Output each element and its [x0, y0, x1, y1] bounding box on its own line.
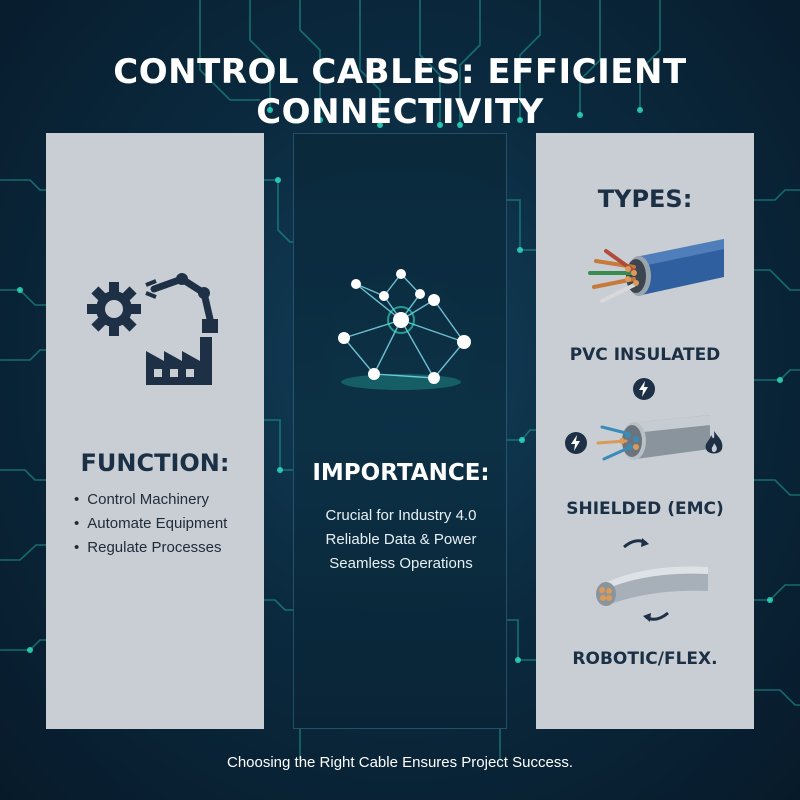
rotate-arrow-icon	[623, 538, 649, 549]
importance-line: Crucial for Industry 4.0	[325, 507, 477, 524]
robotic-cable-image	[596, 566, 708, 606]
list-item: Control Machinery	[74, 488, 227, 512]
type-label-pvc: PVC INSULATED	[569, 345, 721, 365]
importance-line: Reliable Data & Power	[325, 531, 477, 548]
types-heading: TYPES:	[597, 185, 693, 213]
page-title: CONTROL CABLES: EFFICIENT CONNECTIVITY	[113, 52, 687, 132]
rotate-arrow-icon	[643, 611, 669, 622]
importance-panel: IMPORTANCE: Crucial for Industry 4.0 Rel…	[293, 133, 507, 729]
type-label-shielded: SHIELDED (EMC)	[566, 499, 724, 519]
network-nodes-icon	[338, 269, 471, 390]
factory-icon	[146, 337, 212, 385]
type-label-robotic: ROBOTIC/FLEX.	[572, 649, 718, 669]
types-panel: TYPES: PVC INSULATED	[536, 133, 754, 729]
footer-tagline: Choosing the Right Cable Ensures Project…	[226, 754, 573, 771]
list-item: Automate Equipment	[74, 512, 227, 536]
function-panel: FUNCTION: Control Machinery Automate Equ…	[46, 133, 264, 729]
flame-icon	[705, 431, 723, 454]
importance-lines: Crucial for Industry 4.0 Reliable Data &…	[294, 504, 508, 576]
robot-arm-icon	[145, 273, 218, 333]
importance-heading: IMPORTANCE:	[312, 460, 490, 486]
importance-line: Seamless Operations	[329, 555, 473, 572]
pvc-cable-image	[588, 239, 724, 303]
function-heading: FUNCTION:	[80, 449, 230, 477]
function-list: Control Machinery Automate Equipment Reg…	[74, 488, 227, 560]
gear-icon	[87, 282, 141, 336]
lightning-icon	[633, 378, 655, 400]
list-item: Regulate Processes	[74, 536, 227, 560]
shielded-cable-image	[596, 415, 710, 461]
lightning-icon	[565, 432, 587, 454]
